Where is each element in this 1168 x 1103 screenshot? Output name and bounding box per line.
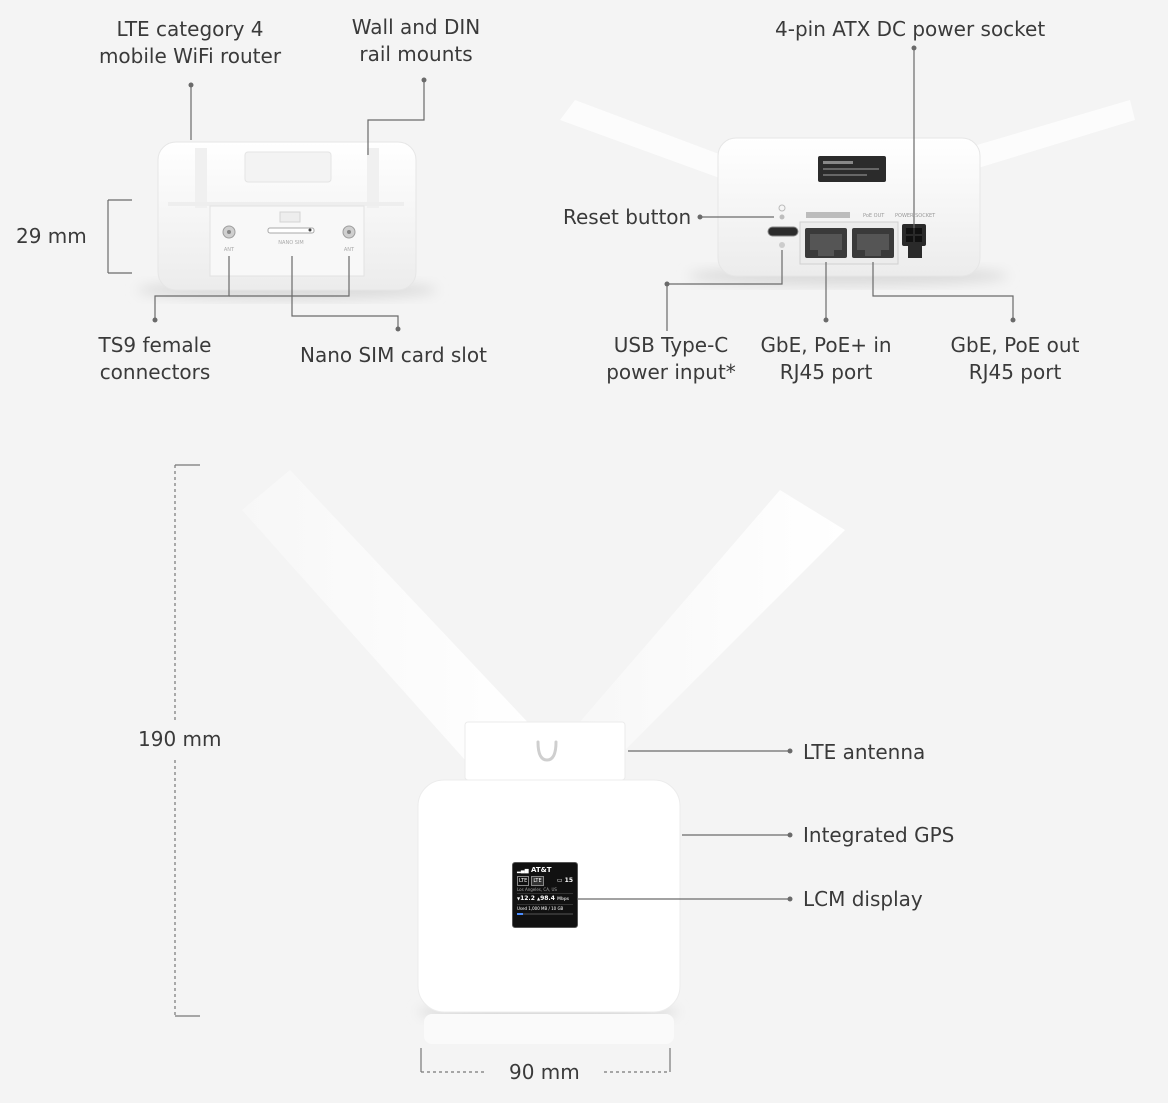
svg-text:PoE OUT: PoE OUT: [863, 213, 885, 219]
signal-icon: ▂▄▆: [517, 868, 529, 874]
svg-text:ANT: ANT: [344, 247, 355, 253]
label-height-29mm: 29 mm: [16, 224, 87, 248]
label-width-90mm: 90 mm: [509, 1060, 580, 1084]
label-ts9-connectors: TS9 female connectors: [98, 333, 212, 384]
screen-down-speed: 12.2: [520, 895, 535, 902]
lcm-screen: ▂▄▆ AT&T LTE LTE ▭ 15 Los Angeles, CA, U…: [512, 862, 578, 928]
screen-usage: Used 1,000 MB / 10 GB: [517, 904, 573, 912]
label-poe-in-port: GbE, PoE+ in RJ45 port: [760, 333, 892, 384]
usb-c-port: [767, 226, 799, 237]
screen-client-count: 15: [564, 877, 573, 884]
screen-speed-row: ▼12.2 ▲98.4 Mbps: [517, 893, 573, 904]
screen-carrier: AT&T: [530, 866, 552, 874]
screen-clients: ▭ 15: [557, 877, 573, 885]
router-front-view: ANT ANT NANO SIM: [137, 141, 437, 300]
label-nano-sim-slot: Nano SIM card slot: [300, 343, 487, 367]
upload-arrow-icon: ▲: [536, 896, 541, 901]
label-lcm-display: LCM display: [803, 887, 923, 911]
monitor-icon: ▭: [556, 877, 563, 884]
screen-speed-unit: Mbps: [556, 896, 570, 901]
screen-usage-bar: [517, 913, 573, 915]
label-wall-din-mounts: Wall and DIN rail mounts: [351, 15, 481, 66]
label-height-190mm: 190 mm: [136, 726, 224, 753]
label-poe-out-port: GbE, PoE out RJ45 port: [950, 333, 1080, 384]
label-reset-button: Reset button: [563, 205, 692, 229]
download-arrow-icon: ▼: [517, 896, 521, 901]
right-antenna: [560, 490, 845, 755]
screen-tag: LTE: [531, 876, 544, 886]
label-lte-antenna: LTE antenna: [803, 740, 926, 764]
label-lte-router: LTE category 4 mobile WiFi router: [98, 17, 282, 68]
screen-tag: LTE: [517, 876, 530, 886]
svg-text:ANT: ANT: [224, 247, 235, 253]
screen-carrier-row: ▂▄▆ AT&T: [517, 866, 573, 876]
screen-up-speed: 98.4: [540, 895, 555, 902]
left-antenna: [242, 470, 535, 760]
screen-location: Los Angeles, CA, US: [517, 887, 557, 892]
svg-text:POWER SOCKET: POWER SOCKET: [895, 213, 936, 219]
label-usb-c-input: USB Type-C power input*: [606, 333, 736, 384]
label-integrated-gps: Integrated GPS: [803, 823, 955, 847]
screen-status-row: LTE LTE ▭ 15: [517, 876, 573, 886]
label-atx-power-socket: 4-pin ATX DC power socket: [775, 17, 1046, 41]
svg-text:NANO SIM: NANO SIM: [278, 240, 303, 246]
nano-sim-slot: [267, 227, 315, 234]
reset-button-hole: [779, 214, 785, 220]
